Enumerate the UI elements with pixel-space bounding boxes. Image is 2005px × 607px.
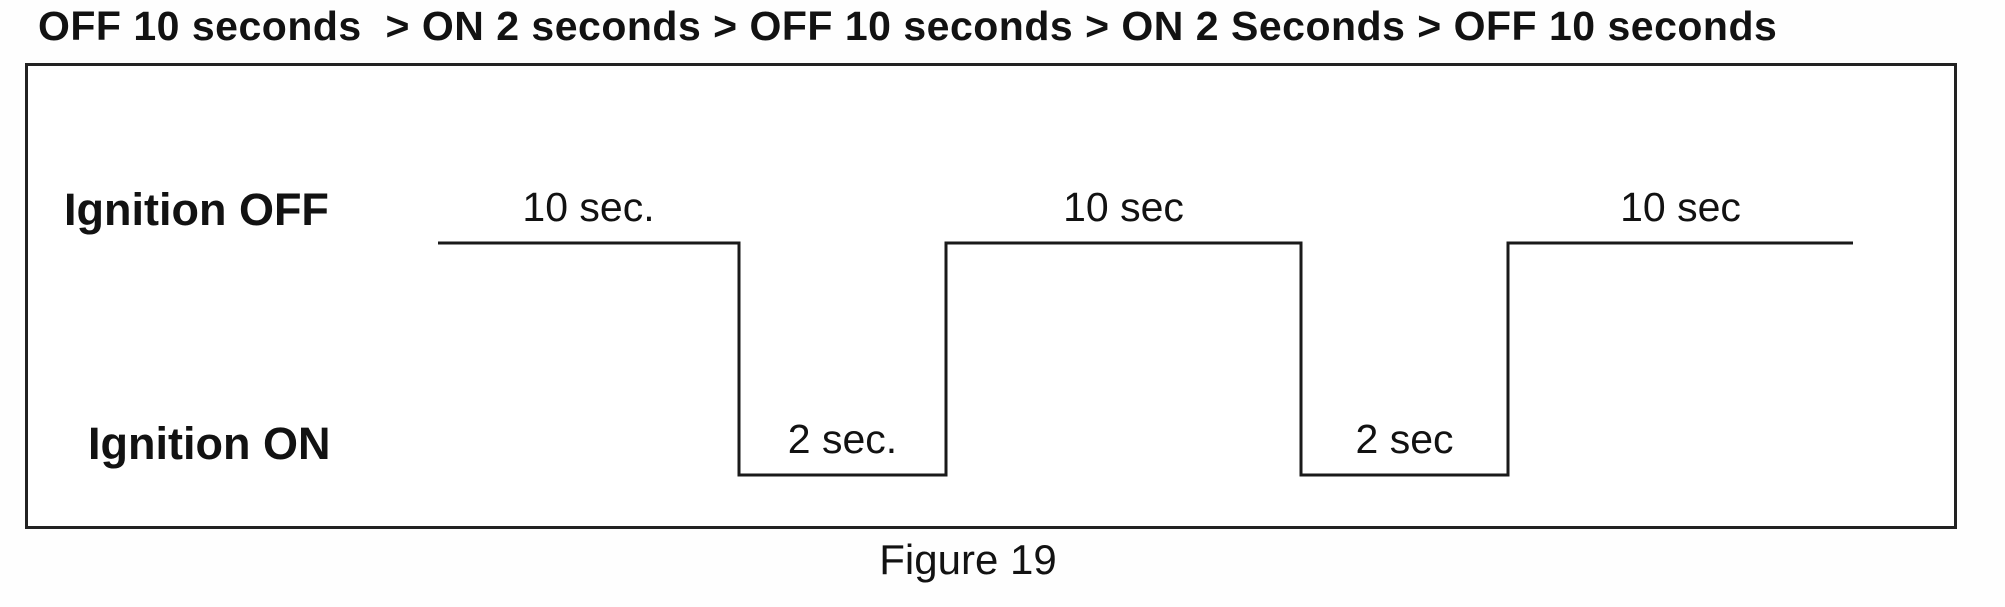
waveform-line: [438, 241, 1853, 477]
timing-diagram-box: Ignition OFF Ignition ON 10 sec. 2 sec. …: [25, 63, 1957, 529]
segment-duration-label-3: 10 sec: [1063, 184, 1184, 230]
sequence-title: OFF 10 seconds > ON 2 seconds > OFF 10 s…: [38, 3, 1778, 49]
figure-caption: Figure 19: [879, 536, 1057, 583]
ignition-waveform: [438, 241, 1853, 477]
segment-duration-label-4: 2 sec: [1355, 416, 1454, 462]
segment-duration-label-2: 2 sec.: [787, 416, 898, 462]
ignition-on-label: Ignition ON: [88, 418, 331, 469]
segment-duration-label-5: 10 sec: [1620, 184, 1741, 230]
ignition-off-label: Ignition OFF: [64, 184, 329, 235]
segment-duration-label-1: 10 sec.: [522, 184, 655, 230]
